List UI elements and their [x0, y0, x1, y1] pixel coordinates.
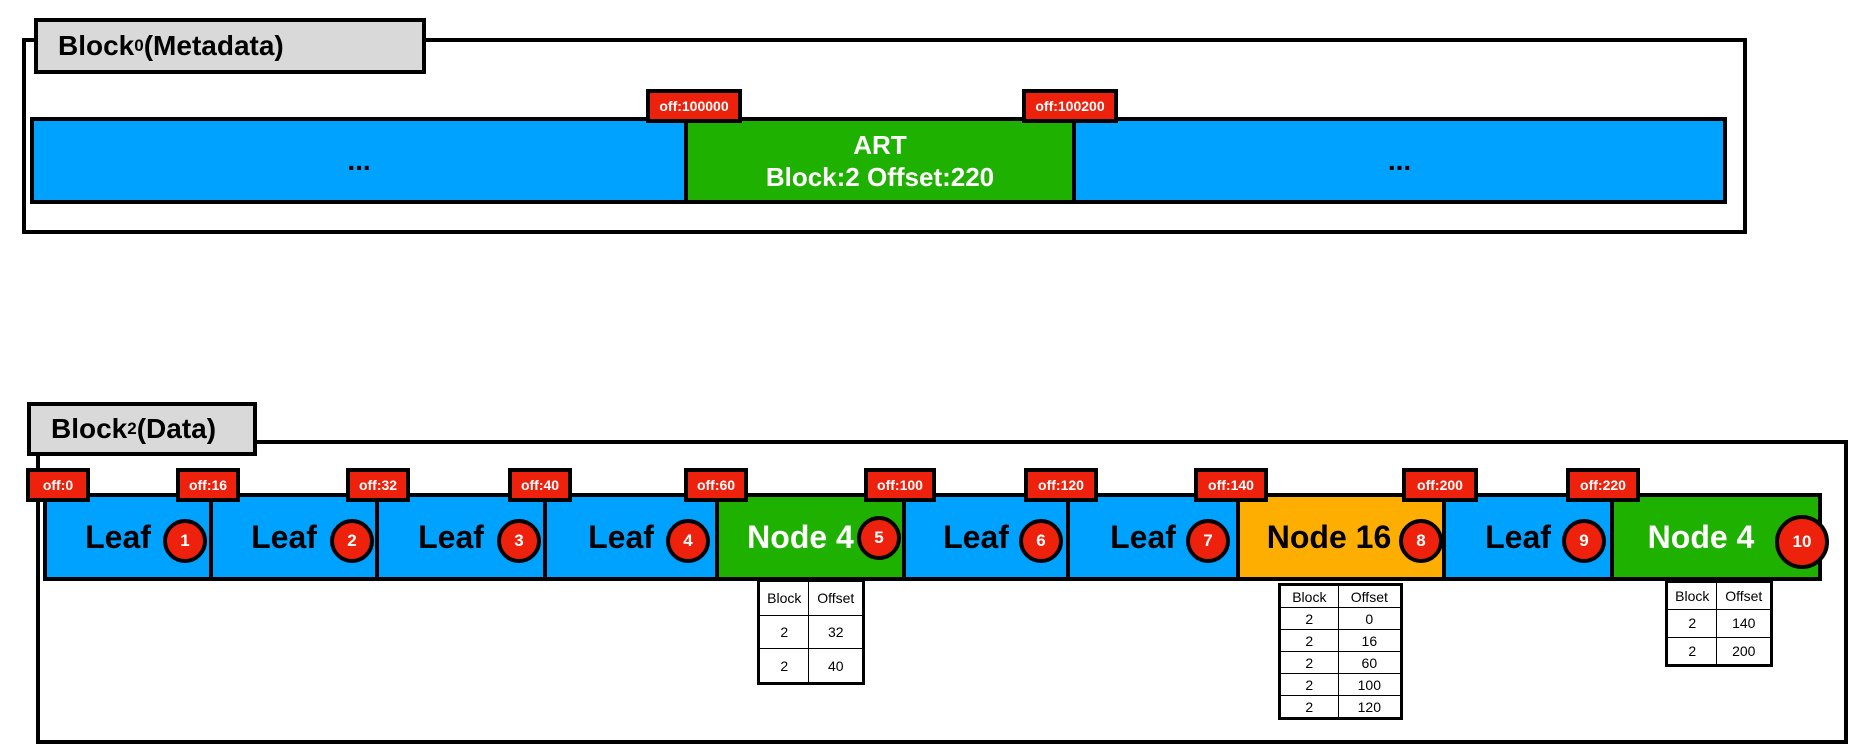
- table-header: Offset: [1716, 581, 1771, 611]
- data-block-frame: [36, 440, 1848, 744]
- table-cell: 2: [1666, 636, 1718, 666]
- node-label: Leaf: [1110, 518, 1176, 555]
- table-cell: 2: [1280, 651, 1339, 674]
- node-number-badge: 10: [1775, 515, 1829, 569]
- table-cell: 16: [1337, 629, 1402, 652]
- node-label: Leaf: [1485, 518, 1551, 555]
- node-number-badge: 5: [857, 516, 901, 560]
- table-header: Offset: [1337, 585, 1402, 608]
- table-cell: 60: [1337, 651, 1402, 674]
- metadata-block-title-suffix: (Metadata): [143, 30, 284, 61]
- table-header: Block: [1280, 585, 1339, 608]
- table-cell: 2: [1280, 673, 1339, 696]
- node-label: Node 4: [1647, 518, 1755, 555]
- art-pointer-label: Block:2 Offset:220: [765, 161, 995, 192]
- metadata-segment-right-label: ...: [1387, 144, 1412, 176]
- node-number-badge: 2: [330, 519, 374, 563]
- offset-tag: off:16: [176, 468, 240, 502]
- offset-tag: off:220: [1566, 468, 1640, 502]
- metadata-segment-left-label: ...: [347, 144, 371, 176]
- leaf-node-3: Leaf: [375, 493, 547, 581]
- table-cell: 32: [808, 614, 863, 650]
- offset-tag: off:120: [1024, 468, 1098, 502]
- offset-tag: off:32: [346, 468, 410, 502]
- data-block-title-subscript: 2: [127, 419, 137, 438]
- node-number-badge: 8: [1399, 519, 1443, 563]
- art-label: ART: [853, 129, 907, 160]
- offset-tag: off:100: [864, 468, 936, 502]
- offset-tag: off:140: [1194, 468, 1268, 502]
- node-label: Leaf: [85, 518, 151, 555]
- data-block-title-suffix: (Data): [136, 413, 217, 444]
- metadata-segment-right: ...: [1072, 117, 1727, 204]
- offset-tag: off:60: [684, 468, 748, 502]
- metadata-segment-art: ART Block:2 Offset:220: [684, 117, 1076, 204]
- table-cell: 2: [1280, 629, 1339, 652]
- offset-tag: off:40: [508, 468, 572, 502]
- node-label: Leaf: [251, 518, 317, 555]
- metadata-segment-left: ...: [30, 117, 688, 204]
- metadata-block-title-subscript: 0: [134, 36, 144, 55]
- offset-tag: off:0: [26, 468, 90, 502]
- node-number-badge: 9: [1562, 519, 1606, 563]
- table-cell: 2: [758, 614, 810, 650]
- table-cell: 40: [808, 648, 863, 683]
- table-cell: 100: [1337, 673, 1402, 696]
- node-number-badge: 1: [163, 519, 207, 563]
- table-cell: 140: [1716, 609, 1771, 638]
- node-number-badge: 3: [497, 519, 541, 563]
- offset-tag: off:200: [1402, 468, 1478, 502]
- node-label: Leaf: [588, 518, 654, 555]
- table-cell: 2: [1666, 609, 1718, 638]
- table-header: Block: [1666, 581, 1718, 611]
- node-label: Node 4: [747, 518, 854, 555]
- data-block-title-prefix: Block: [51, 413, 128, 444]
- table-cell: 120: [1337, 695, 1402, 718]
- table-cell: 0: [1337, 607, 1402, 630]
- node-number-badge: 4: [666, 519, 710, 563]
- offset-tag: off:100200: [1022, 89, 1118, 123]
- node-number-badge: 7: [1186, 519, 1230, 563]
- table-header: Block: [758, 581, 810, 616]
- node-label: Leaf: [418, 518, 484, 555]
- table-cell: 2: [758, 648, 810, 683]
- table-cell: 2: [1280, 607, 1339, 630]
- node-label: Leaf: [943, 518, 1009, 555]
- node-label: Node 16: [1266, 518, 1392, 555]
- table-cell: 200: [1716, 636, 1771, 666]
- metadata-block-frame: [22, 38, 1747, 234]
- node-number-badge: 6: [1019, 519, 1063, 563]
- metadata-block-title-prefix: Block: [58, 30, 135, 61]
- table-cell: 2: [1280, 695, 1339, 718]
- table-header: Offset: [808, 581, 863, 616]
- offset-tag: off:100000: [646, 89, 742, 123]
